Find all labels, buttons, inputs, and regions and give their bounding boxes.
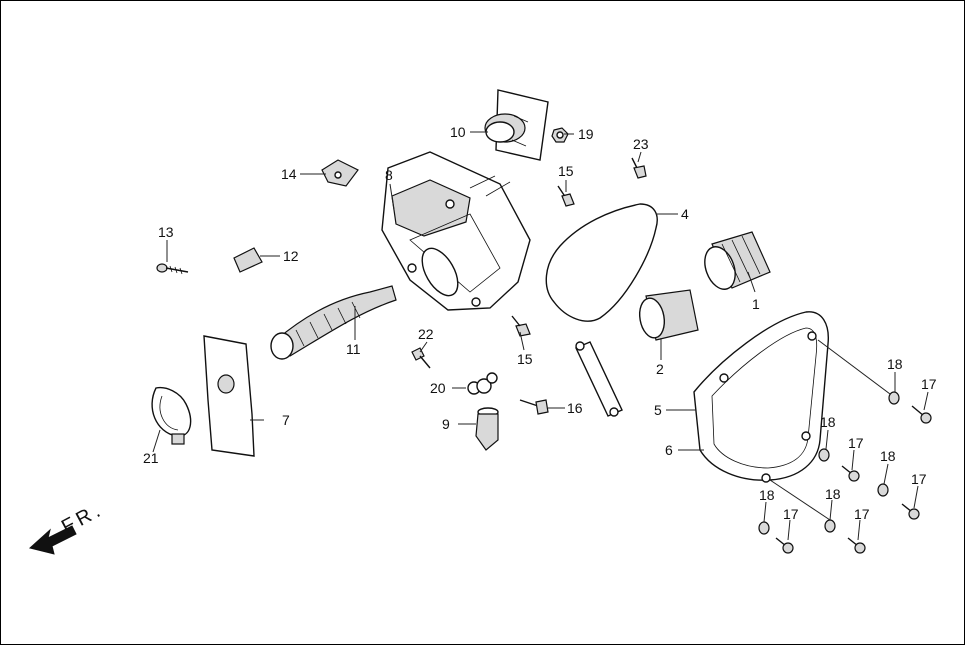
drain-plug-part	[475, 407, 499, 451]
bolt-part-16	[519, 399, 549, 415]
callout-15-lower: 15	[517, 351, 533, 367]
callout-18-c: 18	[880, 448, 896, 464]
callout-18-b: 18	[820, 414, 836, 430]
washer-part-e	[758, 521, 770, 535]
callout-18-d: 18	[825, 486, 841, 502]
o-rings-part	[467, 372, 498, 395]
callout-17-a: 17	[921, 376, 937, 392]
callout-16: 16	[567, 400, 583, 416]
callout-8: 8	[385, 167, 393, 183]
leader-lines	[152, 131, 929, 541]
front-direction-label: FR.	[58, 498, 107, 538]
callout-22: 22	[418, 326, 434, 342]
callout-15-upper: 15	[558, 163, 574, 179]
intake-duct-part	[484, 89, 549, 161]
washer-part-a	[888, 391, 900, 405]
callout-21: 21	[143, 450, 159, 466]
callout-17-e: 17	[783, 506, 799, 522]
tapping-screw-part	[156, 263, 189, 275]
connecting-tube-part	[270, 285, 397, 360]
bolt-part-23	[631, 157, 647, 179]
callout-23: 23	[633, 136, 649, 152]
callout-14: 14	[281, 166, 297, 182]
callout-17-c: 17	[911, 471, 927, 487]
foam-block-part	[233, 247, 263, 273]
callout-2: 2	[656, 361, 664, 377]
cover-screw-part-d	[847, 537, 866, 554]
air-cleaner-case-part	[381, 151, 531, 311]
gasket-plate-part	[203, 335, 255, 457]
hose-clamp-part	[151, 386, 192, 445]
callout-11: 11	[346, 341, 361, 357]
seal-gasket-part	[545, 203, 658, 322]
callout-6: 6	[665, 442, 673, 458]
cover-screw-part-c	[901, 503, 920, 520]
air-cleaner-cover-part	[693, 311, 829, 483]
washer-part-b	[818, 448, 830, 462]
callout-10: 10	[450, 124, 466, 140]
callout-4: 4	[681, 206, 689, 222]
callout-18-a: 18	[887, 356, 903, 372]
callout-9: 9	[442, 416, 450, 432]
bolt-part	[411, 347, 431, 369]
callout-1: 1	[752, 296, 760, 312]
callout-7: 7	[282, 412, 290, 428]
cover-screw-part-b	[841, 465, 860, 482]
washer-part-d	[824, 519, 836, 533]
washer-part-c	[877, 483, 889, 497]
nut-part	[551, 127, 569, 143]
callout-13: 13	[158, 224, 174, 240]
callout-5: 5	[654, 402, 662, 418]
callout-17-d: 17	[854, 506, 870, 522]
cover-screw-part-e	[775, 537, 794, 554]
callout-17-b: 17	[848, 435, 864, 451]
cover-screw-part-a	[911, 405, 932, 424]
screw-part-upper	[557, 185, 575, 207]
callout-12: 12	[283, 248, 299, 264]
front-direction-arrow	[28, 525, 77, 555]
breather-tube-part	[575, 341, 623, 417]
secondary-filter-part	[638, 289, 699, 341]
screw-part-lower	[511, 315, 531, 337]
filter-element-part	[704, 231, 771, 290]
callout-19: 19	[578, 126, 594, 142]
callout-18-e: 18	[759, 487, 775, 503]
clip-part	[321, 159, 359, 187]
callout-20: 20	[430, 380, 446, 396]
